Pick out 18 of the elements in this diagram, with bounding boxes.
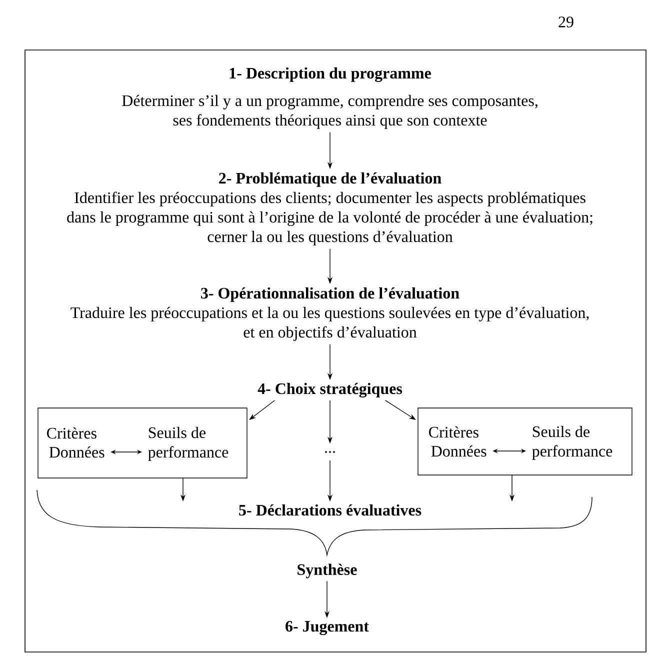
ellipsis: ...	[325, 451, 335, 453]
page-number: 29	[558, 16, 574, 28]
item-label: Données	[431, 445, 486, 457]
step-heading: Synthèse	[298, 564, 357, 578]
outer-frame	[24, 50, 646, 652]
step-heading: 2- Problématique de l’évaluation	[219, 172, 442, 187]
item-label: Données	[49, 446, 104, 458]
step-heading: 5- Déclarations évaluatives	[239, 504, 422, 516]
step-heading: 3- Opérationnalisation de l’évaluation	[201, 287, 460, 302]
step-description: Traduire les préoccupations et la ou les questions soulevées en type d’évaluation, et en objectifs d’évaluation	[70, 306, 589, 341]
step-heading: 1- Description du programme	[230, 67, 431, 82]
step-heading: 4- Choix stratégiques	[258, 382, 402, 398]
item-label: Seuils de performance	[532, 426, 612, 460]
step-description: Identifier les préoccupations des clients; documenter les aspects problématiques dans le programme qui sont à l’origine de la volonté de procéder à une évaluation; cerner la ou les questions d’évaluation	[67, 192, 592, 246]
item-label: Seuils de performance	[148, 426, 228, 461]
step-heading: 6- Jugement	[286, 620, 369, 636]
step-description: Déterminer s’il y a un programme, comprendre ses composantes, ses fondements théoriques ainsi que son contexte	[122, 94, 538, 129]
arrow	[249, 400, 276, 420]
